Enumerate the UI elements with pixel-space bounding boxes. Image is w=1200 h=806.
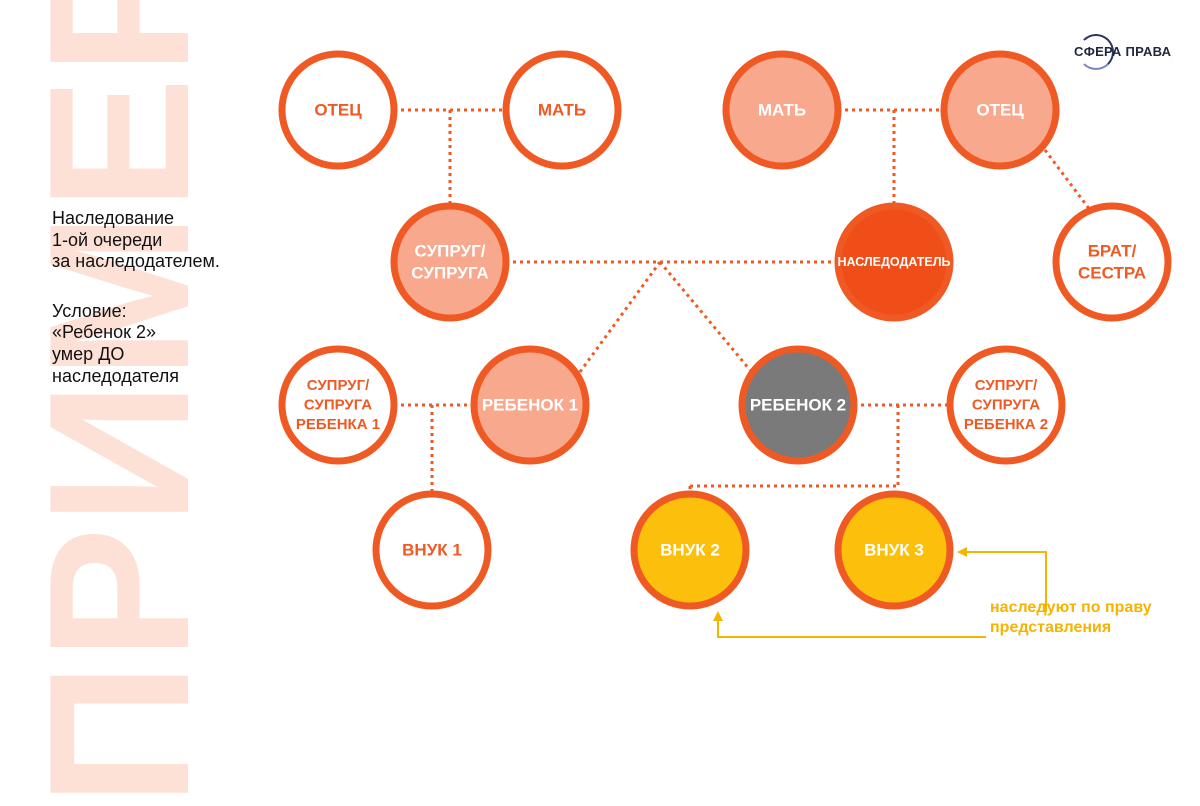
node-circle [722,50,842,170]
node-grandchild1: ВНУК 1 [372,490,492,610]
node-label: СУПРУГА [304,397,372,414]
node-grandchild2: ВНУК 2 [630,490,750,610]
child2-branch [658,261,752,371]
note-line: представления [990,619,1112,636]
node-circle [502,50,622,170]
brand-ring-icon [1078,34,1114,70]
node-label: БРАТ/ [1088,241,1137,260]
node-circle [946,345,1066,465]
node-label: СУПРУГА [411,264,488,283]
condition-line: Условие: [52,300,127,321]
node-label: ВНУК 1 [402,541,462,560]
node-grandchild3: ВНУК 3 [834,490,954,610]
node-mother-left: МАТЬ [502,50,622,170]
node-spouse: СУПРУГ/СУПРУГА [390,202,510,322]
sidebar-text: Наследование 1-ой очереди за наследодате… [52,208,220,387]
node-circle [390,202,510,322]
spacer [52,273,220,301]
node-label: ОТЕЦ [976,101,1024,120]
node-label: НАСЛЕДОДАТЕЛЬ [837,255,950,269]
note-text: наследуют по праву представления [990,598,1152,638]
node-label: СЕСТРА [1078,264,1146,283]
node-spouse-child1: СУПРУГ/СУПРУГА РЕБЕНКА 1 [278,345,398,465]
node-label: РЕБЕНКА 2 [964,416,1048,433]
note-line: наследуют по праву [990,599,1152,616]
node-circle [278,50,398,170]
node-sibling: БРАТ/СЕСТРА [1052,202,1172,322]
node-circle [278,345,398,465]
brand-name: СФЕРА ПРАВА [1074,44,1172,59]
node-label: ВНУК 3 [864,541,924,560]
note-arrows [713,547,1047,638]
node-circle [834,490,954,610]
node-label: СУПРУГ/ [415,241,486,260]
node-label: СУПРУГ/ [975,377,1038,394]
node-circle [940,50,1060,170]
node-label: СУПРУГА [972,397,1040,414]
node-label: РЕБЕНКА 1 [296,416,380,433]
node-label: ОТЕЦ [314,101,362,120]
description-line: за наследодателем. [52,251,220,272]
brand-logo: СФЕРА ПРАВА [1068,34,1172,74]
sibling-link [1043,149,1092,211]
node-testator: НАСЛЕДОДАТЕЛЬ [834,202,954,322]
arrow-to-grandchild3 [957,547,1047,612]
node-label: РЕБЕНОК 1 [482,396,578,415]
node-circle [738,345,858,465]
node-label: ВНУК 2 [660,541,720,560]
condition-line: «Ребенок 2» [52,322,157,343]
node-father-left: ОТЕЦ [278,50,398,170]
node-child2: РЕБЕНОК 2 [738,345,858,465]
node-circle [834,202,954,322]
description-line: 1-ой очереди [52,229,163,250]
node-label: МАТЬ [538,101,586,120]
node-circle [1052,202,1172,322]
condition-line: наследодателя [52,365,180,386]
node-father-right: ОТЕЦ [940,50,1060,170]
arrow-to-grandchild2 [713,611,986,638]
nodes-layer: ОТЕЦ МАТЬ МАТЬ ОТЕЦ СУПРУГ/СУПРУГА НАСЛЕДОДАТ… [278,50,1172,610]
connector-lines [394,108,1092,494]
description-line: Наследование [52,208,175,228]
node-mother-right: МАТЬ [722,50,842,170]
node-circle [470,345,590,465]
condition-line: умер ДО [52,343,125,364]
node-spouse-child2: СУПРУГ/СУПРУГА РЕБЕНКА 2 [946,345,1066,465]
node-circle [372,490,492,610]
node-label: СУПРУГ/ [307,377,370,394]
node-circle [630,490,750,610]
node-label: РЕБЕНОК 2 [750,396,846,415]
child1-branch [578,261,662,373]
node-child1: РЕБЕНОК 1 [470,345,590,465]
node-label: МАТЬ [758,101,806,120]
family-tree-diagram: ОТЕЦ МАТЬ МАТЬ ОТЕЦ СУПРУГ/СУПРУГА НАСЛЕДОДАТ… [278,50,1172,638]
